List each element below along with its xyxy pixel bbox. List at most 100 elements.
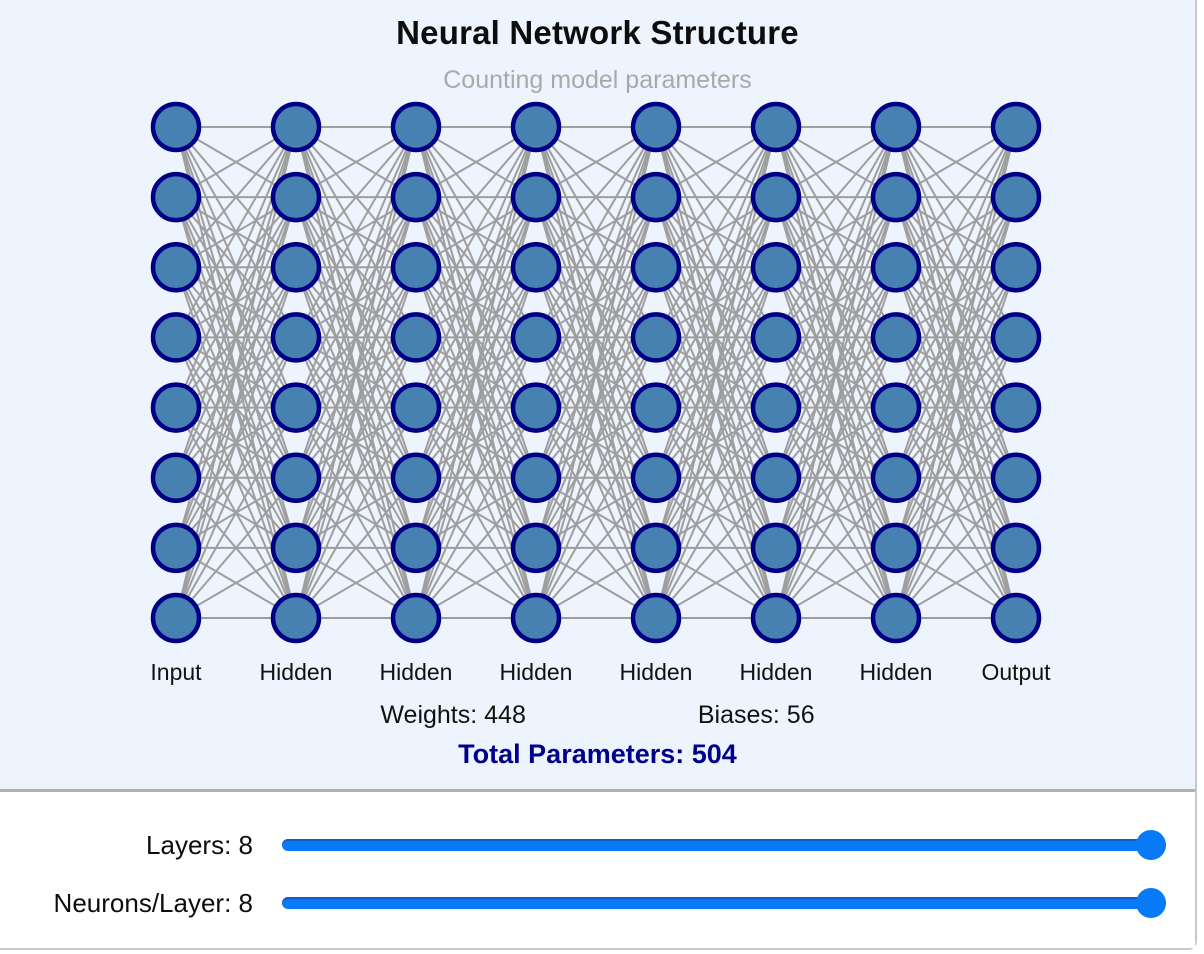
neurons-slider-thumb[interactable] xyxy=(1136,888,1166,918)
neurons-slider-row: Neurons/Layer: 8 xyxy=(0,887,1195,919)
neuron xyxy=(870,452,922,503)
neuron xyxy=(510,522,562,574)
neuron xyxy=(390,312,442,363)
neuron xyxy=(390,171,442,223)
neuron xyxy=(870,101,922,153)
connection xyxy=(535,407,657,619)
connection xyxy=(295,337,417,619)
connection xyxy=(415,126,537,338)
neuron xyxy=(870,171,922,223)
neuron xyxy=(750,242,802,293)
connection xyxy=(655,337,777,619)
neuron xyxy=(750,101,802,153)
connection xyxy=(775,407,897,619)
neuron xyxy=(630,242,682,293)
connection xyxy=(415,477,537,619)
connection xyxy=(655,407,777,619)
layer-label: Input xyxy=(150,659,202,685)
neuron xyxy=(990,171,1042,223)
neuron xyxy=(870,592,922,644)
layer-label: Hidden xyxy=(259,659,333,685)
neuron xyxy=(510,452,562,503)
neuron xyxy=(510,101,562,153)
neuron xyxy=(150,452,202,503)
neuron xyxy=(270,522,322,574)
neuron xyxy=(750,312,802,363)
neuron xyxy=(390,592,442,644)
connection xyxy=(415,337,537,619)
neuron xyxy=(870,382,922,433)
network-panel: Neural Network Structure Counting model … xyxy=(0,0,1195,789)
neuron xyxy=(270,101,322,153)
connection xyxy=(535,337,657,619)
neuron xyxy=(150,312,202,363)
connection xyxy=(655,126,777,338)
layer-label: Hidden xyxy=(499,659,573,685)
connection xyxy=(415,126,537,408)
neuron xyxy=(990,312,1042,363)
connection xyxy=(775,126,897,408)
neuron xyxy=(270,592,322,644)
layer-label: Output xyxy=(981,659,1051,685)
connection xyxy=(175,407,297,619)
neuron xyxy=(630,522,682,574)
neuron xyxy=(510,592,562,644)
connection xyxy=(175,126,297,408)
neuron xyxy=(750,171,802,223)
neuron xyxy=(150,101,202,153)
layer-label: Hidden xyxy=(739,659,813,685)
layers-slider-row: Layers: 8 xyxy=(0,829,1195,861)
neuron xyxy=(270,312,322,363)
neurons-slider[interactable] xyxy=(282,888,1166,918)
connection xyxy=(535,126,657,408)
neuron xyxy=(990,101,1042,153)
neuron xyxy=(630,171,682,223)
connection xyxy=(775,477,897,619)
neuron xyxy=(630,452,682,503)
connection xyxy=(895,477,1017,619)
weights-stat: Weights: 448 xyxy=(380,701,526,729)
neuron xyxy=(510,382,562,433)
connection xyxy=(295,477,417,619)
layers-slider[interactable] xyxy=(282,830,1166,860)
neuron xyxy=(990,382,1042,433)
neuron xyxy=(390,382,442,433)
connection xyxy=(535,477,657,619)
neuron xyxy=(750,592,802,644)
connection xyxy=(175,126,297,338)
total-parameters: Total Parameters: 504 xyxy=(458,739,737,769)
panel-divider xyxy=(0,789,1195,792)
connection xyxy=(895,126,1017,338)
neuron xyxy=(390,101,442,153)
neuron xyxy=(390,242,442,293)
connection xyxy=(775,126,897,338)
layers-slider-thumb[interactable] xyxy=(1136,830,1166,860)
connection xyxy=(775,337,897,619)
neuron xyxy=(630,312,682,363)
neuron xyxy=(990,592,1042,644)
biases-stat: Biases: 56 xyxy=(697,701,815,729)
neuron xyxy=(990,522,1042,574)
neuron xyxy=(510,242,562,293)
neuron xyxy=(150,242,202,293)
neuron xyxy=(630,101,682,153)
connection xyxy=(535,126,657,268)
neuron xyxy=(390,452,442,503)
connection xyxy=(775,126,897,268)
connection xyxy=(175,126,297,268)
connection xyxy=(655,126,777,408)
connection xyxy=(655,477,777,619)
layers-slider-label: Layers: 8 xyxy=(146,829,253,860)
connection xyxy=(655,126,777,268)
neuron xyxy=(870,522,922,574)
connection xyxy=(175,477,297,619)
connection xyxy=(415,126,537,268)
connection xyxy=(895,126,1017,268)
connection xyxy=(295,126,417,338)
neuron xyxy=(270,382,322,433)
connection xyxy=(895,126,1017,408)
connection xyxy=(535,126,657,338)
connection xyxy=(175,337,297,619)
neuron xyxy=(750,522,802,574)
neuron xyxy=(870,242,922,293)
